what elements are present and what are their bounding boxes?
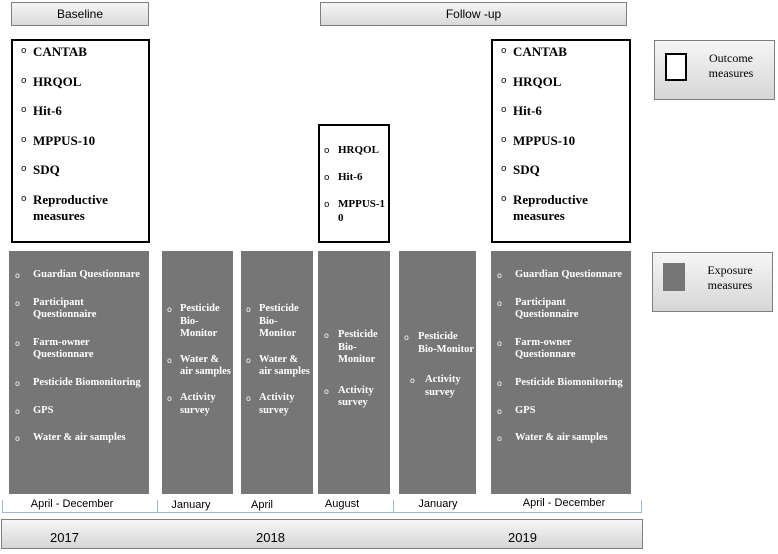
legend-outcome-label: Outcome measures (708, 51, 754, 80)
year-bar: 2017 2018 2019 (1, 519, 643, 549)
followup-header-label: Follow -up (445, 7, 502, 21)
timeline-tick (2, 500, 3, 512)
baseline-header-label: Baseline (56, 7, 104, 21)
year-label: 2018 (256, 530, 285, 545)
year-label: 2017 (50, 530, 79, 545)
timeline-axis (2, 512, 642, 513)
period-label: January (171, 499, 211, 511)
timeline-tick (641, 500, 642, 512)
timeline-tick (157, 500, 158, 512)
followup-header: Follow -up (320, 2, 627, 26)
legend-outcome: Outcome measures (654, 40, 775, 100)
period-label: April - December (522, 497, 606, 509)
period-label: April (250, 499, 273, 511)
year-label: 2019 (508, 530, 537, 545)
baseline-header: Baseline (11, 2, 149, 26)
period-label: August (324, 498, 360, 510)
legend-exposure: Exposure measures (652, 252, 773, 312)
legend-outcome-swatch (665, 53, 687, 81)
period-label: January (418, 498, 458, 510)
legend-exposure-label: Exposure measures (707, 263, 753, 292)
period-label: April - December (30, 498, 114, 510)
legend-exposure-swatch (663, 263, 685, 291)
timeline-tick (393, 500, 394, 512)
